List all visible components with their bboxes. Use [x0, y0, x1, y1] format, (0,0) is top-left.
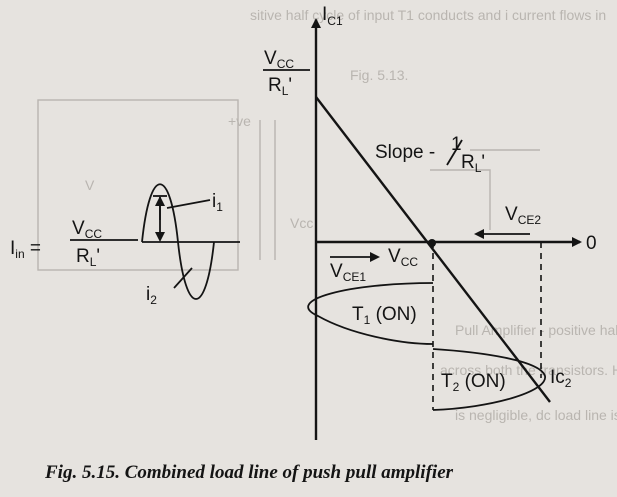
svg-text:RL': RL'	[461, 152, 485, 175]
svg-text:sitive half cycle of input T1: sitive half cycle of input T1 conducts a…	[250, 7, 606, 23]
svg-text:RL': RL'	[268, 75, 292, 98]
svg-text:V: V	[85, 177, 95, 193]
ic2-label: Ic2	[550, 367, 572, 390]
svg-text:Slope -: Slope -	[375, 142, 435, 163]
i2-leader	[173, 267, 193, 289]
svg-text:is negligible, dc load line is: is negligible, dc load line is almost ve…	[455, 407, 617, 423]
ic1-axis-label: IC1	[322, 4, 343, 28]
vcc-over-rl-label: VCC RL'	[263, 48, 310, 98]
input-sine-wave	[141, 183, 215, 300]
i1-label: i1	[212, 191, 223, 214]
input-waveform-group	[141, 183, 240, 300]
vce2-label: VCE2	[505, 204, 541, 227]
load-line	[315, 96, 551, 403]
t2-on-label: T2 (ON)	[441, 371, 506, 394]
svg-text:1: 1	[451, 134, 462, 155]
svg-text:VCC: VCC	[264, 48, 294, 71]
svg-text:RL': RL'	[76, 246, 100, 269]
svg-text:VCC: VCC	[72, 218, 102, 241]
t1-current-loop	[307, 282, 434, 345]
svg-text:+ve: +ve	[228, 113, 251, 129]
vce1-label: VCE1	[330, 261, 366, 284]
svg-text:Iin =: Iin =	[10, 238, 41, 261]
slope-label: Slope - 1 RL'	[375, 134, 485, 175]
figure-caption: Fig. 5.15. Combined load line of push pu…	[44, 462, 454, 483]
i1-leader	[166, 199, 211, 209]
t1-on-label: T1 (ON)	[352, 304, 417, 327]
vcc-point-label: VCC	[388, 246, 418, 269]
svg-text:Fig. 5.13.: Fig. 5.13.	[350, 67, 408, 83]
q-point-marker	[428, 239, 436, 247]
origin-zero-label: 0	[586, 233, 597, 254]
svg-text:Vcc: Vcc	[290, 215, 313, 231]
svg-text:Pull Amplifier - positive half: Pull Amplifier - positive half cycle	[455, 322, 617, 338]
iin-formula: Iin = VCC RL'	[10, 218, 138, 269]
svg-text:across both the transistors. H: across both the transistors. Hence dc	[440, 362, 617, 378]
i2-label: i2	[146, 284, 157, 307]
show-through-texture: +ve V Vcc Pull Amplifier - positive half…	[37, 7, 617, 423]
t2-current-loop	[432, 348, 546, 411]
